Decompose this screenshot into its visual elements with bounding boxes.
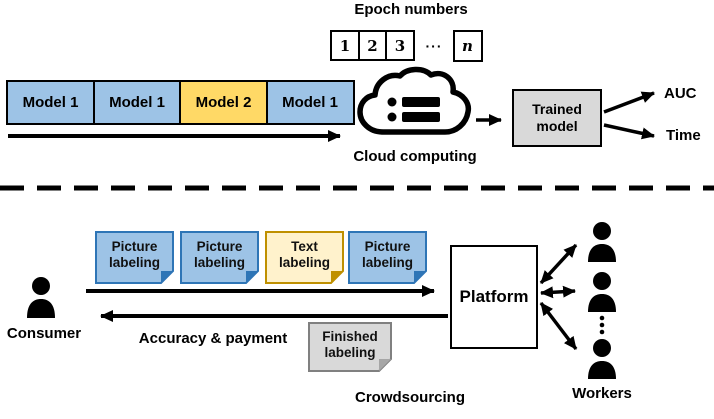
trained-to-time-arrow	[603, 123, 655, 140]
sticky-note-shape	[265, 231, 344, 284]
trained-to-auc-arrow	[603, 91, 655, 114]
platform-box: Platform	[450, 245, 538, 349]
sticky-note-shape	[180, 231, 259, 284]
finished-labeling-label: Finished labeling	[322, 329, 378, 360]
platform-worker3-arrow	[539, 301, 578, 351]
platform-worker2-arrow	[540, 285, 576, 299]
labeling-note-2-label: Picture labeling	[193, 239, 245, 270]
model-box-1: Model 1	[6, 80, 95, 125]
time-output-label: Time	[666, 127, 701, 144]
labeling-note-1: Picture labeling	[95, 231, 174, 284]
cloud-computing-icon	[357, 66, 472, 135]
labeling-note-3: Text labeling	[265, 231, 344, 284]
sticky-note-shape	[95, 231, 174, 284]
sticky-note-shape	[308, 322, 392, 372]
labeling-note-2: Picture labeling	[180, 231, 259, 284]
labeling-note-1-label: Picture labeling	[108, 239, 160, 270]
consumer-label: Consumer	[6, 325, 82, 342]
model-sequence-row: Model 1 Model 1 Model 2 Model 1	[6, 80, 355, 125]
accuracy-payment-label: Accuracy & payment	[138, 330, 288, 347]
worker2-person-icon	[588, 272, 616, 312]
worker1-person-icon	[588, 222, 616, 262]
auc-output-label: AUC	[664, 85, 697, 102]
trained-model-box: Trained model	[512, 89, 602, 147]
epoch-box-row: 1 2 3	[330, 30, 415, 61]
model-box-3: Model 2	[179, 80, 268, 125]
epoch-box-3: 3	[385, 30, 415, 61]
epoch-box-2: 2	[357, 30, 388, 61]
consumer-person-icon	[27, 277, 55, 318]
worker3-person-icon	[588, 339, 616, 379]
model-box-4: Model 1	[265, 80, 355, 125]
crowdsourcing-label: Crowdsourcing	[354, 389, 465, 406]
labeling-note-3-label: Text labeling	[278, 239, 330, 270]
workers-vertical-ellipsis-icon	[599, 315, 605, 335]
epoch-box-n: n	[452, 30, 483, 62]
epoch-ellipsis: ···	[425, 37, 443, 54]
labeling-note-4-label: Picture labeling	[361, 239, 413, 270]
labeling-note-4: Picture labeling	[348, 231, 427, 284]
model-box-2: Model 1	[92, 80, 182, 125]
cloud-computing-label: Cloud computing	[353, 148, 477, 165]
finished-labeling-note: Finished labeling	[308, 322, 392, 372]
epoch-numbers-title: Epoch numbers	[354, 1, 468, 18]
platform-worker1-arrow	[539, 243, 578, 285]
sticky-note-shape	[348, 231, 427, 284]
epoch-box-1: 1	[330, 30, 360, 61]
workers-label: Workers	[572, 385, 632, 402]
